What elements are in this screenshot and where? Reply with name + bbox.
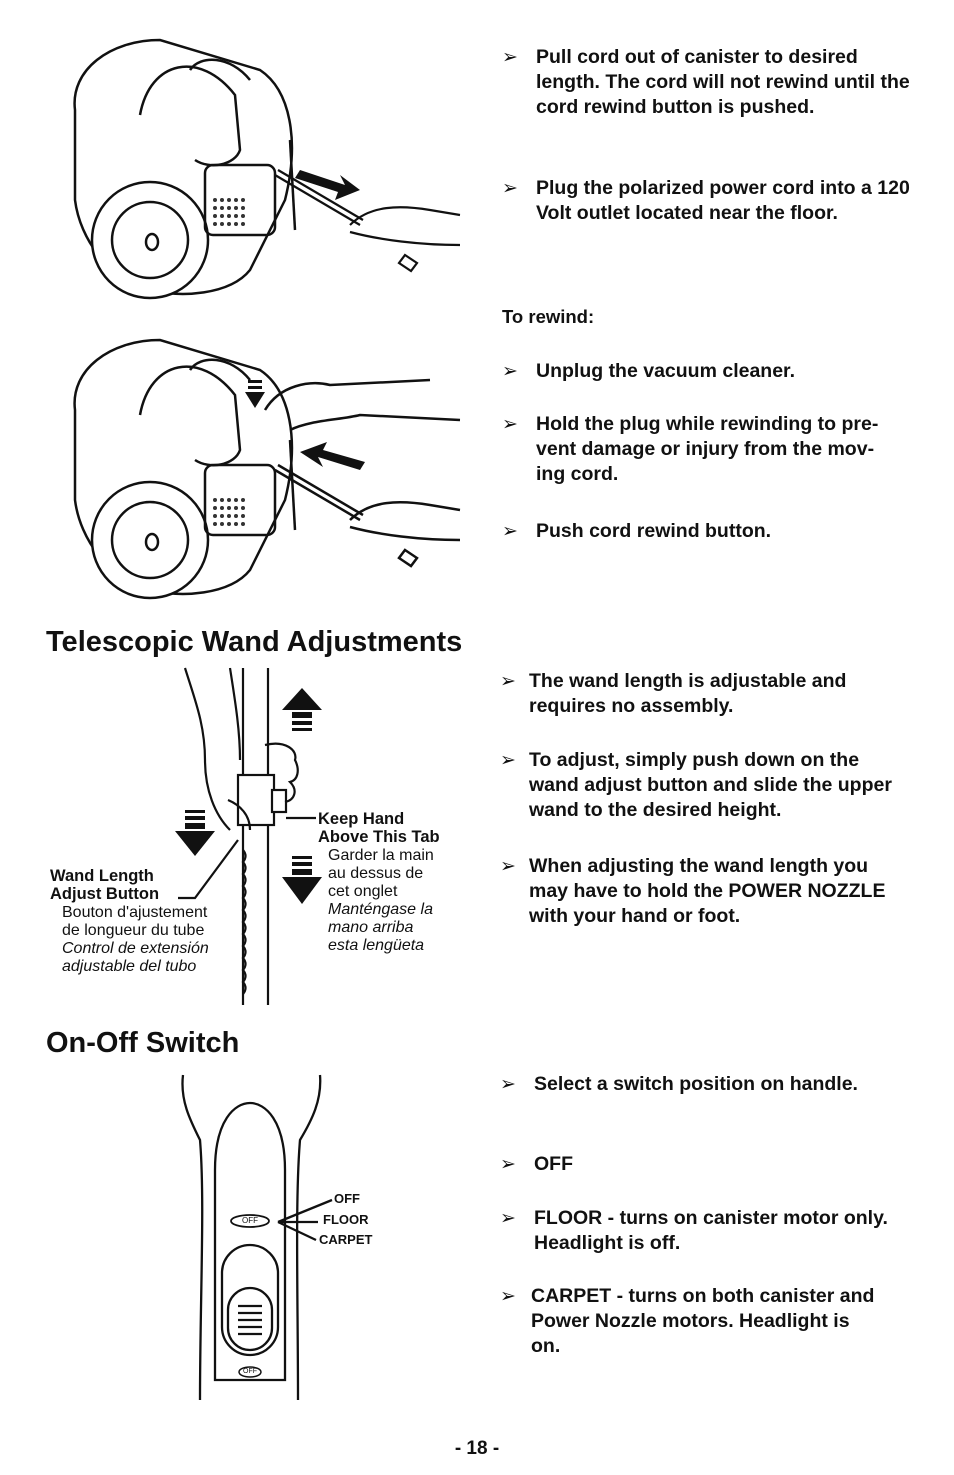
keep-hand-label-translations: Garder la main au dessus de cet onglet M… [328,847,434,954]
switch-bullet-4: ➢ CARPET - turns on both canister and Po… [500,1285,875,1357]
switch-position-carpet: CARPET [319,1232,373,1247]
arrowhead-bullet-icon: ➢ [500,1154,516,1175]
wand-bullet-3: ➢ When adjusting the wand length you may… [500,855,886,927]
rewind-bullet-2: ➢ Hold the plug while rewinding to pre-v… [502,413,879,485]
page-number: - 18 - [454,1438,500,1459]
cord-bullet-2: ➢ Plug the polarized power cord into a 1… [502,177,910,224]
wand-bullet-1: ➢ The wand length is adjustable and requ… [500,670,847,717]
keep-hand-label: Keep Hand Above This Tab [318,810,440,846]
arrowhead-bullet-icon: ➢ [500,856,516,877]
cord-bullet-1: ➢ Pull cord out of canister to desired l… [502,46,910,118]
arrowhead-bullet-icon: ➢ [502,361,518,382]
switch-bullet-1: ➢ Select a switch position on handle. [500,1073,858,1095]
switch-bullet-2: ➢ OFF [500,1153,573,1175]
wand-bullet-2: ➢ To adjust, simply push down on the wan… [500,749,892,821]
arrowhead-bullet-icon: ➢ [500,1286,516,1307]
adjust-button-label: Wand Length Adjust Button [50,867,160,903]
section-title-switch: On-Off Switch [46,1027,240,1059]
switch-off-label: OFF [242,1216,258,1225]
arrowhead-bullet-icon: ➢ [500,1074,516,1095]
switch-bottom-off-label: OFF [243,1368,257,1375]
arrowhead-bullet-icon: ➢ [500,750,516,771]
rewind-heading: To rewind: [502,306,595,327]
adjust-button-label-translations: Bouton d'ajustement de longueur du tube … [62,904,209,975]
arrowhead-bullet-icon: ➢ [500,1208,516,1229]
switch-position-off: OFF [334,1191,360,1206]
arrowhead-bullet-icon: ➢ [502,414,518,435]
arrowhead-bullet-icon: ➢ [500,671,516,692]
section-title-wand: Telescopic Wand Adjustments [46,626,463,658]
arrowhead-bullet-icon: ➢ [502,178,518,199]
switch-bullet-3: ➢ FLOOR - turns on canister motor only. … [500,1207,888,1254]
rewind-bullet-1: ➢ Unplug the vacuum cleaner. [502,360,795,382]
rewind-bullet-3: ➢ Push cord rewind button. [502,520,772,542]
switch-position-floor: FLOOR [323,1212,369,1227]
arrowhead-bullet-icon: ➢ [502,47,518,68]
arrowhead-bullet-icon: ➢ [502,521,518,542]
